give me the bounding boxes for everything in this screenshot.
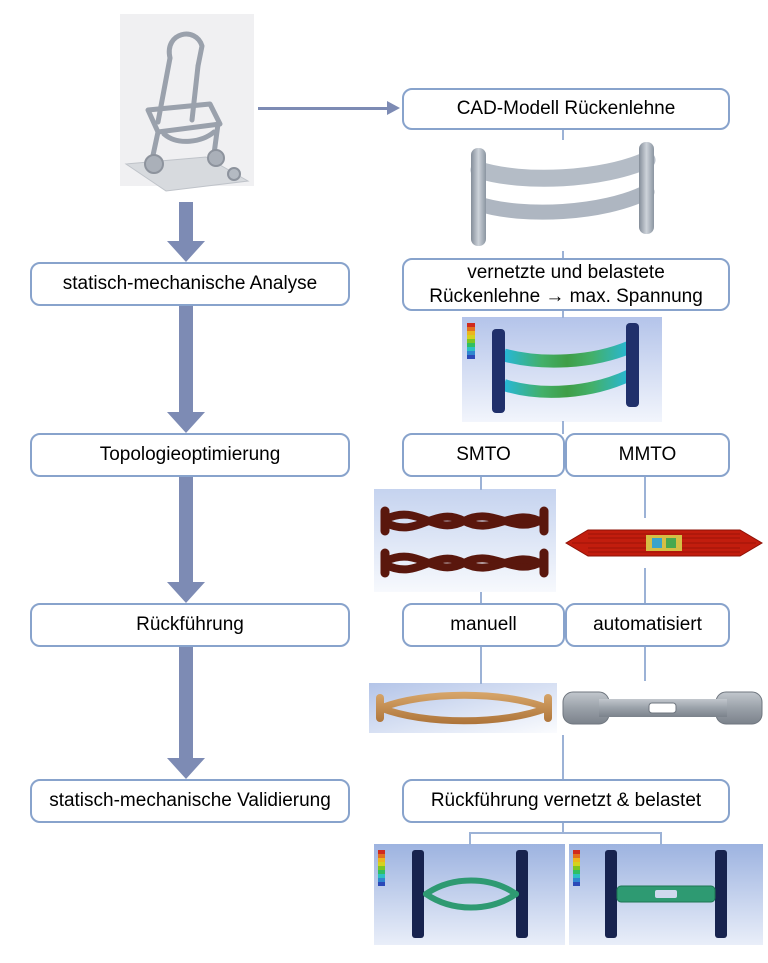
box-label: manuell [450, 614, 517, 636]
connector-line [562, 307, 564, 318]
flow-arrow-down-1 [167, 202, 205, 262]
color-legend [573, 850, 580, 886]
box-topologieoptimierung: Topologieoptimierung [30, 433, 350, 477]
box-statisch-mechanische-analyse: statisch-mechanische Analyse [30, 262, 350, 306]
connector-line [562, 421, 564, 434]
connector-line [660, 832, 662, 845]
connector-line [480, 592, 482, 604]
arrow-head [387, 101, 400, 115]
connector-line [644, 568, 646, 604]
connector-line [562, 251, 564, 259]
arrow-shaft [179, 647, 193, 758]
arrow-head [167, 241, 205, 262]
image-manual-reconstruction [369, 683, 559, 733]
flow-arrow-down-4 [167, 647, 205, 779]
image-stair-climber-cad [118, 14, 256, 202]
image-automated-reconstruction [557, 680, 768, 736]
box-automatisiert: automatisiert [565, 603, 730, 647]
box-label: automatisiert [593, 614, 702, 636]
box-statisch-mechanische-validierung: statisch-mechanische Validierung [30, 779, 350, 823]
box-cad-modell: CAD-Modell Rückenlehne [402, 88, 730, 130]
connector-line [562, 819, 564, 833]
box-label: vernetzte und belastete [467, 262, 665, 284]
connector-line [562, 735, 564, 779]
connector-line [644, 643, 646, 681]
box-rueckfuehrung: Rückführung [30, 603, 350, 647]
box-label: SMTO [456, 444, 511, 466]
box-label: MMTO [618, 444, 677, 466]
box-label: statisch-mechanische Analyse [62, 273, 318, 295]
image-smto-result [374, 489, 556, 592]
arrow-head [167, 412, 205, 433]
box-rueckfuehrung-vernetzt: Rückführung vernetzt & belastet [402, 779, 730, 823]
image-backrest-fea-meshed [462, 317, 662, 422]
box-smto: SMTO [402, 433, 565, 477]
box-label: Rückenlehne → max. Spannung [429, 285, 703, 307]
arrow-head [167, 758, 205, 779]
box-label: statisch-mechanische Validierung [49, 790, 331, 812]
color-legend [467, 323, 475, 359]
box-label: Rückführung [136, 614, 244, 636]
image-validation-fea-smto [374, 844, 565, 945]
image-mmto-result [562, 517, 766, 569]
arrow-right-to-cad-box [258, 100, 400, 116]
connector-line [562, 126, 564, 140]
box-label: Rückführung vernetzt & belastet [430, 790, 702, 812]
connector-line [480, 643, 482, 684]
arrow-shaft [179, 477, 193, 582]
connector-line [644, 473, 646, 518]
image-validation-fea-mmto [569, 844, 763, 945]
connector-line [480, 473, 482, 490]
arrow-shaft [179, 306, 193, 412]
flow-arrow-down-3 [167, 477, 205, 603]
color-legend [378, 850, 385, 886]
connector-line [469, 832, 471, 845]
box-label: Topologieoptimierung [99, 444, 281, 466]
box-manuell: manuell [402, 603, 565, 647]
connector-line [469, 832, 662, 834]
arrow-head [167, 582, 205, 603]
flow-arrow-down-2 [167, 306, 205, 433]
box-mmto: MMTO [565, 433, 730, 477]
box-label: CAD-Modell Rückenlehne [456, 98, 676, 120]
arrow-shaft [258, 106, 387, 110]
box-vernetzte-belastete: vernetzte und belastete Rückenlehne → ma… [402, 258, 730, 311]
arrow-shaft [179, 202, 193, 241]
image-backrest-cad [463, 140, 661, 252]
